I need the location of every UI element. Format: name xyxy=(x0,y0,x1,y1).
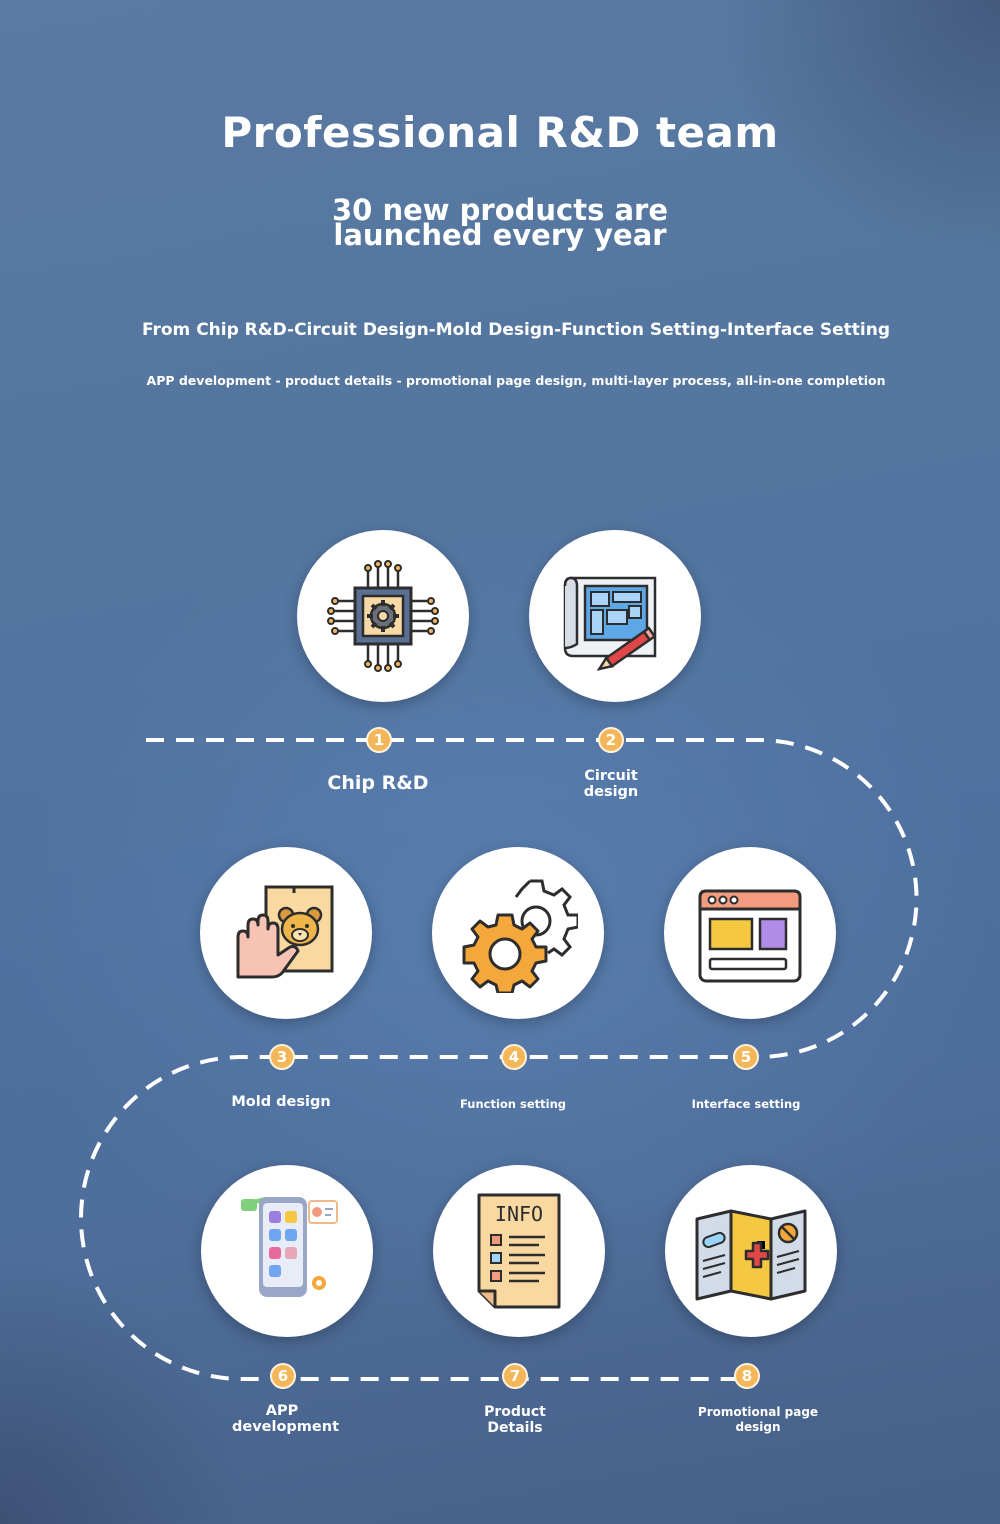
step-3-label: Mold design xyxy=(231,1094,331,1110)
description-line-1: From Chip R&D-Circuit Design-Mold Design… xyxy=(141,320,891,340)
bear-mold-icon xyxy=(236,885,334,979)
step-4-badge: 4 xyxy=(501,1044,527,1070)
chip-icon xyxy=(327,560,439,672)
info-document-icon: INFO xyxy=(477,1193,561,1309)
step-5-label: Interface setting xyxy=(691,1097,801,1111)
step-3-badge: 3 xyxy=(269,1044,295,1070)
description-line-2: APP development - product details - prom… xyxy=(146,373,886,388)
step-6-badge: 6 xyxy=(270,1363,296,1389)
step-4-circle xyxy=(432,847,604,1019)
step-6-label: APP development xyxy=(232,1403,340,1435)
step-4-label: Function setting xyxy=(459,1097,566,1111)
step-1-badge: 1 xyxy=(366,727,392,753)
blueprint-icon xyxy=(563,576,657,671)
step-7-label: Product Details xyxy=(484,1404,546,1436)
step-5-circle xyxy=(664,847,836,1019)
step-8-badge: 8 xyxy=(734,1363,760,1389)
page-subtitle: 30 new products are launched every year xyxy=(332,193,668,252)
step-6-circle xyxy=(201,1165,373,1337)
brochure-icon xyxy=(695,1209,807,1301)
step-7-circle: INFO xyxy=(433,1165,605,1337)
step-8-label: Promotional page design xyxy=(697,1405,819,1434)
step-2-badge: 2 xyxy=(598,727,624,753)
gears-icon xyxy=(462,879,578,993)
step-1-circle xyxy=(297,530,469,702)
page-title: Professional R&D team xyxy=(221,108,779,157)
step-2-circle xyxy=(529,530,701,702)
step-5-badge: 5 xyxy=(733,1044,759,1070)
info-text-glyph: INFO xyxy=(495,1202,543,1226)
mobile-app-icon xyxy=(241,1197,338,1297)
step-3-circle xyxy=(200,847,372,1019)
step-2-label: Circuit design xyxy=(583,768,639,800)
step-7-badge: 7 xyxy=(502,1363,528,1389)
step-8-circle xyxy=(665,1165,837,1337)
browser-window-icon xyxy=(698,889,802,983)
step-1-label: Chip R&D xyxy=(327,772,429,794)
